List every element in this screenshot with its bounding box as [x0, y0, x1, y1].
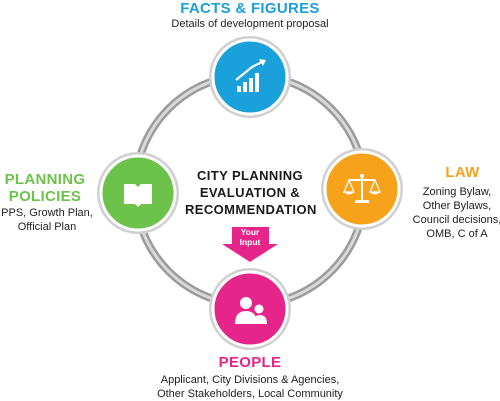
law-heading: LAW — [445, 164, 480, 181]
your-input-arrow — [222, 227, 278, 262]
your-input-line: Your — [240, 227, 260, 237]
your-input-label: Your Input — [230, 227, 270, 247]
planning-policies-node — [97, 152, 179, 234]
center-title-line: EVALUATION & — [199, 185, 301, 200]
planning-heading-line: PLANNING — [4, 171, 86, 188]
planning-line: Official Plan — [17, 221, 77, 233]
scales-of-justice-icon — [343, 174, 381, 203]
bar-chart-growth-icon — [235, 59, 266, 92]
planning-line: PPS, Growth Plan, — [1, 207, 93, 219]
law-line: Council decisions, — [412, 214, 500, 226]
center-title-line: RECOMMENDATION — [185, 202, 317, 217]
people-node — [209, 268, 291, 350]
book-icon — [124, 184, 152, 207]
your-input-line: Input — [239, 237, 261, 247]
facts-figures-subtitle: Details of development proposal — [171, 18, 329, 30]
facts-figures-node — [209, 36, 291, 118]
planning-heading-line: POLICIES — [8, 188, 82, 205]
people-line: Other Stakeholders, Local Community — [157, 388, 343, 400]
people-line: Applicant, City Divisions & Agencies, — [160, 374, 340, 386]
law-details: Zoning Bylaw, Other Bylaws, Council deci… — [412, 185, 500, 241]
people-heading: PEOPLE — [218, 354, 282, 371]
planning-policies-heading: PLANNING POLICIES — [0, 171, 90, 205]
center-title-line: CITY PLANNING — [196, 168, 304, 183]
center-title: CITY PLANNING EVALUATION & RECOMMENDATIO… — [185, 167, 317, 218]
people-icon — [235, 297, 267, 324]
law-node — [321, 148, 403, 230]
law-line: Other Bylaws, — [422, 200, 492, 212]
law-line: Zoning Bylaw, — [422, 186, 492, 198]
facts-figures-heading: FACTS & FIGURES — [180, 0, 320, 17]
law-line: OMB, C of A — [426, 228, 488, 240]
people-details: Applicant, City Divisions & Agencies, Ot… — [130, 373, 370, 401]
planning-policies-details: PPS, Growth Plan, Official Plan — [0, 206, 94, 234]
